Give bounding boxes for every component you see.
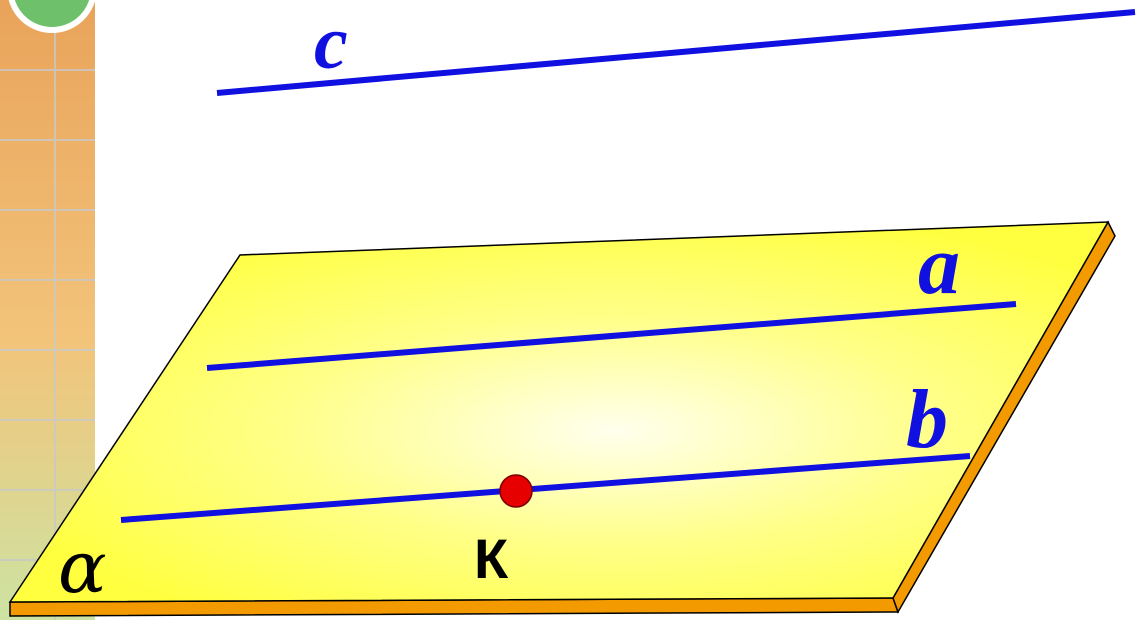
label-line-b: b: [906, 373, 948, 466]
point-k: [499, 474, 533, 508]
line-a: [206, 301, 1017, 371]
label-line-c: c: [314, 1, 348, 85]
label-point-k: К: [474, 527, 509, 590]
label-line-a: a: [918, 219, 960, 312]
corner-badge-icon: [8, 0, 96, 33]
line-c: [216, 9, 1136, 96]
side-stripe: [0, 0, 96, 620]
label-plane-alpha: α: [58, 525, 107, 609]
line-b: [120, 453, 971, 523]
